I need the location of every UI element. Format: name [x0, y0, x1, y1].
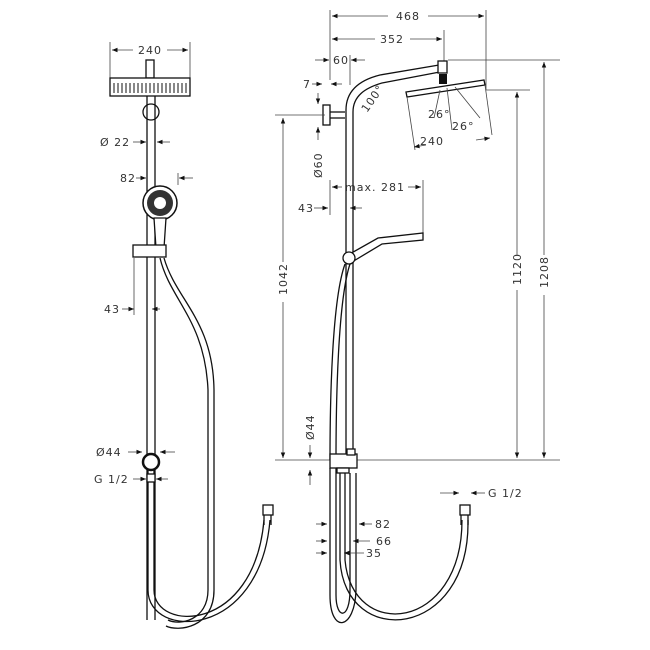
dim-total-height: 1208 — [538, 256, 551, 288]
dim-arm-reach: 352 — [380, 33, 404, 46]
dim-rail-offset: 43 — [298, 202, 314, 215]
dim-overhead-width: 240 — [138, 44, 162, 57]
dim-rail-height: 1042 — [277, 263, 290, 295]
dim-handshower-reach: max. 281 — [345, 181, 405, 194]
dim-wall-offset: 60 — [333, 54, 349, 67]
dim-bracket-diameter: Ø60 — [312, 152, 325, 178]
dim-holder-offset: 43 — [104, 303, 120, 316]
dim-spray-angle-2: 26° — [452, 120, 475, 133]
dim-handshower-width: 82 — [120, 172, 136, 185]
side-view: 468 352 60 7 Ø60 100° — [275, 10, 560, 624]
dim-head-height: 1120 — [511, 253, 524, 285]
dim-hose-thread: G 1/2 — [488, 487, 523, 500]
dim-diverter-82: 82 — [375, 518, 391, 531]
dim-connector-diameter: Ø44 — [96, 446, 122, 459]
dim-spray-angle-1: 26° — [428, 108, 451, 121]
tilted-overhead-shower — [405, 74, 493, 151]
dim-side-overhead-width: 240 — [420, 135, 444, 148]
hand-shower — [132, 185, 178, 258]
dim-total-reach: 468 — [396, 10, 420, 23]
dim-thread: G 1/2 — [94, 473, 129, 486]
dim-diverter-35: 35 — [366, 547, 382, 560]
dim-diverter-66: 66 — [376, 535, 392, 548]
front-view: 240 Ø 22 — [94, 42, 274, 629]
dim-pipe-diameter: Ø 22 — [100, 136, 130, 149]
dim-arm-angle: 100° — [359, 82, 387, 114]
overhead-shower — [109, 59, 191, 97]
dim-bracket-depth: 7 — [303, 78, 311, 91]
rail-pipe — [142, 96, 160, 620]
dim-side-connector-diameter: Ø44 — [304, 414, 317, 440]
